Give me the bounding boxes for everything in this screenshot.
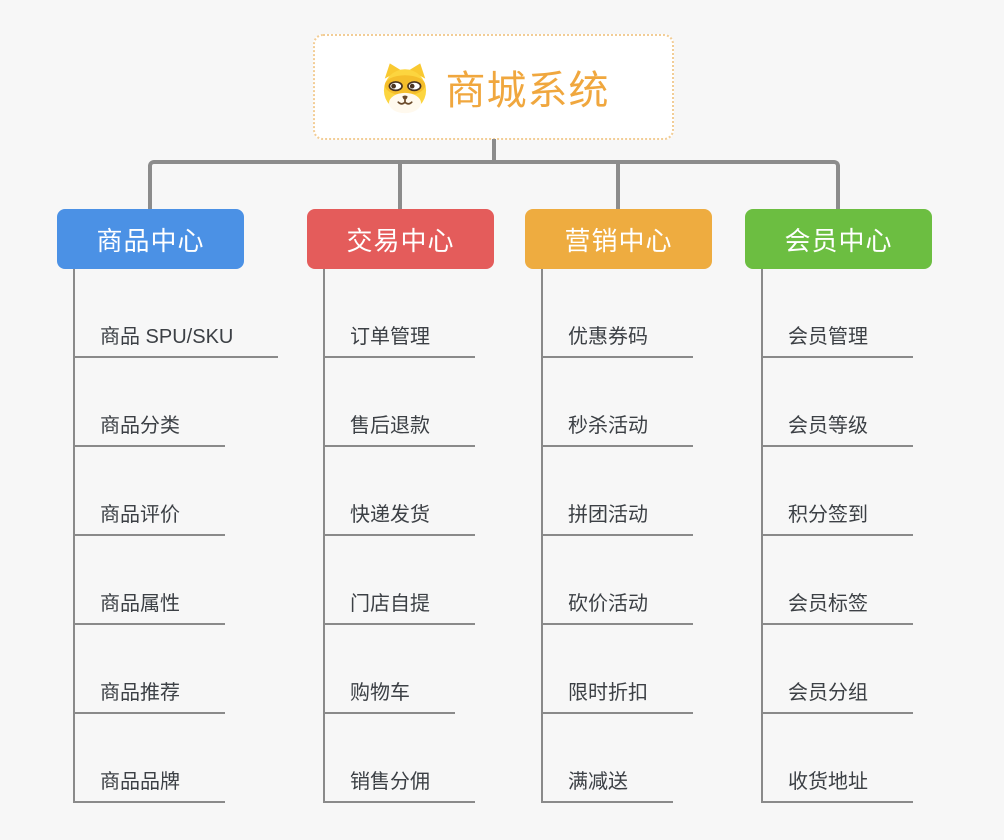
leaf-node[interactable]: 商品品牌 [73, 714, 225, 803]
leaf-node[interactable]: 购物车 [323, 625, 455, 714]
branch-label: 商品中心 [96, 225, 205, 256]
connector-spine [761, 269, 763, 803]
leaf-node[interactable]: 售后退款 [323, 358, 475, 447]
connector-root-stub [492, 139, 496, 164]
root-node-mall-system[interactable]: 商城系统 [313, 34, 674, 140]
leaf-node[interactable]: 商品评价 [73, 447, 225, 536]
leaf-node[interactable]: 拼团活动 [541, 447, 693, 536]
leaf-node[interactable]: 门店自提 [323, 536, 475, 625]
leaf-node[interactable]: 会员等级 [761, 358, 913, 447]
leaf-node[interactable]: 商品 SPU/SKU [73, 269, 279, 358]
branch-node-member-center[interactable]: 会员中心 [745, 209, 932, 269]
leaf-node[interactable]: 限时折扣 [541, 625, 693, 714]
connector-spine [73, 269, 75, 803]
branch-node-trade-center[interactable]: 交易中心 [307, 209, 494, 269]
children-column-member-center: 会员管理 会员等级 积分签到 会员标签 会员分组 收货地址 [761, 269, 913, 803]
leaf-node[interactable]: 满减送 [541, 714, 673, 803]
leaf-node[interactable]: 快递发货 [323, 447, 475, 536]
leaf-node[interactable]: 优惠券码 [541, 269, 693, 358]
leaf-node[interactable]: 会员分组 [761, 625, 913, 714]
connector-bus [148, 160, 840, 209]
leaf-node[interactable]: 销售分佣 [323, 714, 475, 803]
leaf-node[interactable]: 商品属性 [73, 536, 225, 625]
leaf-node[interactable]: 订单管理 [323, 269, 475, 358]
children-column-trade-center: 订单管理 售后退款 快递发货 门店自提 购物车 销售分佣 [323, 269, 475, 803]
leaf-node[interactable]: 会员标签 [761, 536, 913, 625]
children-column-product-center: 商品 SPU/SKU 商品分类 商品评价 商品属性 商品推荐 商品品牌 [73, 269, 279, 803]
leaf-node[interactable]: 秒杀活动 [541, 358, 693, 447]
leaf-node[interactable]: 积分签到 [761, 447, 913, 536]
branch-node-marketing-center[interactable]: 营销中心 [525, 209, 712, 269]
branch-label: 交易中心 [346, 225, 455, 256]
leaf-node[interactable]: 商品推荐 [73, 625, 225, 714]
branch-label: 营销中心 [564, 225, 673, 256]
dog-face-icon [383, 63, 426, 114]
leaf-node[interactable]: 收货地址 [761, 714, 913, 803]
connector-spine [323, 269, 325, 803]
connector-drop-branch-2 [398, 162, 402, 209]
leaf-node[interactable]: 商品分类 [73, 358, 225, 447]
leaf-node[interactable]: 砍价活动 [541, 536, 693, 625]
branch-label: 会员中心 [784, 225, 893, 256]
connector-drop-branch-3 [616, 162, 620, 209]
connector-spine [541, 269, 543, 803]
leaf-node[interactable]: 会员管理 [761, 269, 913, 358]
root-title: 商城系统 [445, 69, 610, 113]
branch-node-product-center[interactable]: 商品中心 [57, 209, 244, 269]
children-column-marketing-center: 优惠券码 秒杀活动 拼团活动 砍价活动 限时折扣 满减送 [541, 269, 693, 803]
